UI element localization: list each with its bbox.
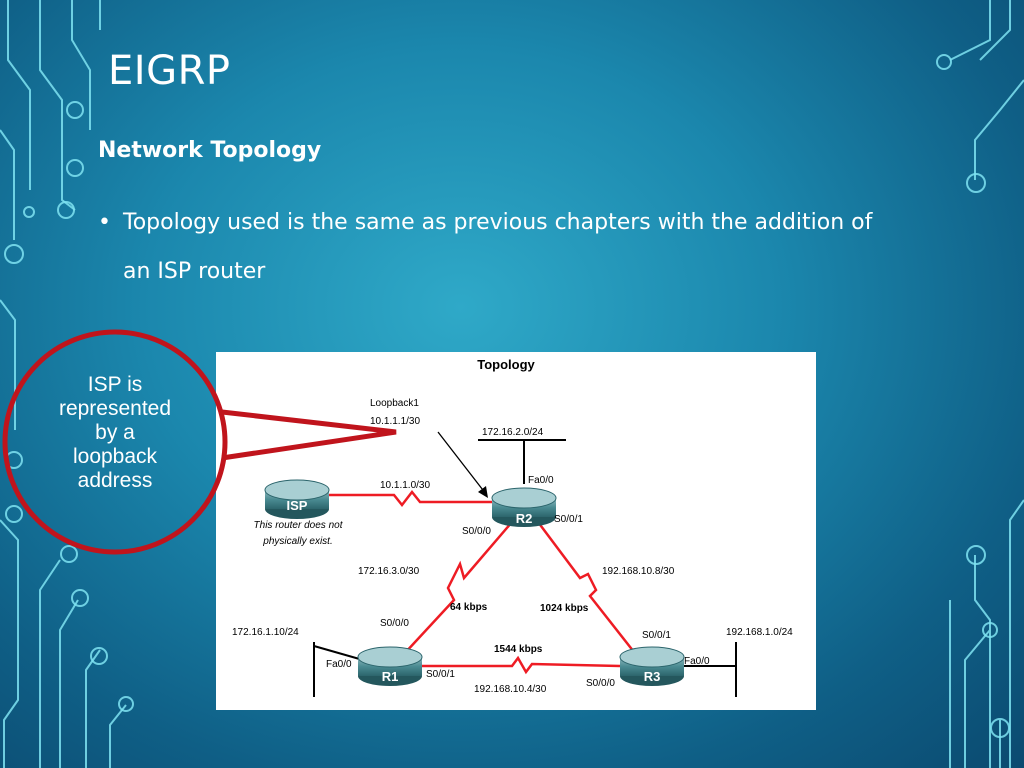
router-label-r1: R1 xyxy=(382,669,399,684)
r1-r3-link xyxy=(422,655,621,675)
r1-r2-speed-label: 64 kbps xyxy=(450,602,488,613)
r2-s000-label: S0/0/0 xyxy=(462,526,491,537)
callout-ring xyxy=(2,329,228,555)
r1-r3-speed-label: 1544 kbps xyxy=(494,644,543,655)
slide-subheading: Network Topology xyxy=(98,138,322,163)
r1-r3-net-label: 192.168.10.4/30 xyxy=(474,684,547,695)
isp-link-label: 10.1.1.0/30 xyxy=(380,480,430,491)
loopback-label: Loopback1 xyxy=(370,398,419,409)
callout-line: loopback xyxy=(72,445,158,468)
r2-lan-label: 172.16.2.0/24 xyxy=(482,427,544,438)
diagram-title: Topology xyxy=(477,357,535,372)
r2-s001-label: S0/0/1 xyxy=(554,514,583,525)
router-isp: ISP xyxy=(264,479,330,519)
router-r1: R1 xyxy=(357,646,423,686)
isp-link xyxy=(324,489,492,508)
callout-text: ISP is represented by a loopback address xyxy=(40,373,190,493)
bullet-text: Topology used is the same as previous ch… xyxy=(123,210,873,284)
r2-r3-link xyxy=(537,521,635,653)
topology-diagram: Topology ISP R2 xyxy=(232,357,793,697)
r1-s001-label: S0/0/1 xyxy=(426,669,455,680)
callout-line: represented xyxy=(58,397,172,420)
r2-r3-net-label: 192.168.10.8/30 xyxy=(602,566,675,577)
r3-lan-label: 192.168.1.0/24 xyxy=(726,627,793,638)
slide-title: EIGRP xyxy=(108,48,231,94)
loopback-ip: 10.1.1.1/30 xyxy=(370,416,420,427)
bullet-marker: • xyxy=(98,210,111,235)
r1-r2-link xyxy=(403,521,513,655)
router-r2: R2 xyxy=(491,487,557,527)
callout-line: ISP is xyxy=(87,373,143,396)
router-label-r2: R2 xyxy=(516,511,533,526)
router-label-r3: R3 xyxy=(644,669,661,684)
r3-s001-label: S0/0/1 xyxy=(642,630,671,641)
router-r3: R3 xyxy=(619,646,685,686)
r3-fa-label: Fa0/0 xyxy=(684,656,710,667)
r2-r3-speed-label: 1024 kbps xyxy=(540,603,589,614)
r1-s000-label: S0/0/0 xyxy=(380,618,409,629)
isp-note-line2: physically exist. xyxy=(262,536,332,547)
callout-pointer xyxy=(221,409,397,461)
r3-s000-label: S0/0/0 xyxy=(586,678,615,689)
topology-figure: Topology ISP R2 xyxy=(216,352,816,710)
r1-r2-net-label: 172.16.3.0/30 xyxy=(358,566,420,577)
callout-line: address xyxy=(77,469,153,492)
loopback-arrow xyxy=(437,431,487,495)
r1-lan-label: 172.16.1.10/24 xyxy=(232,627,299,638)
callout-bubble xyxy=(2,329,397,555)
router-label-isp: ISP xyxy=(287,498,308,513)
loopback-arrowhead xyxy=(478,486,488,498)
r2-fa-label: Fa0/0 xyxy=(528,475,554,486)
isp-note-line1: This router does not xyxy=(254,520,344,531)
bullet-item: • Topology used is the same as previous … xyxy=(98,198,898,296)
callout-line: by a xyxy=(95,421,135,444)
r1-fa-label: Fa0/0 xyxy=(326,659,352,670)
